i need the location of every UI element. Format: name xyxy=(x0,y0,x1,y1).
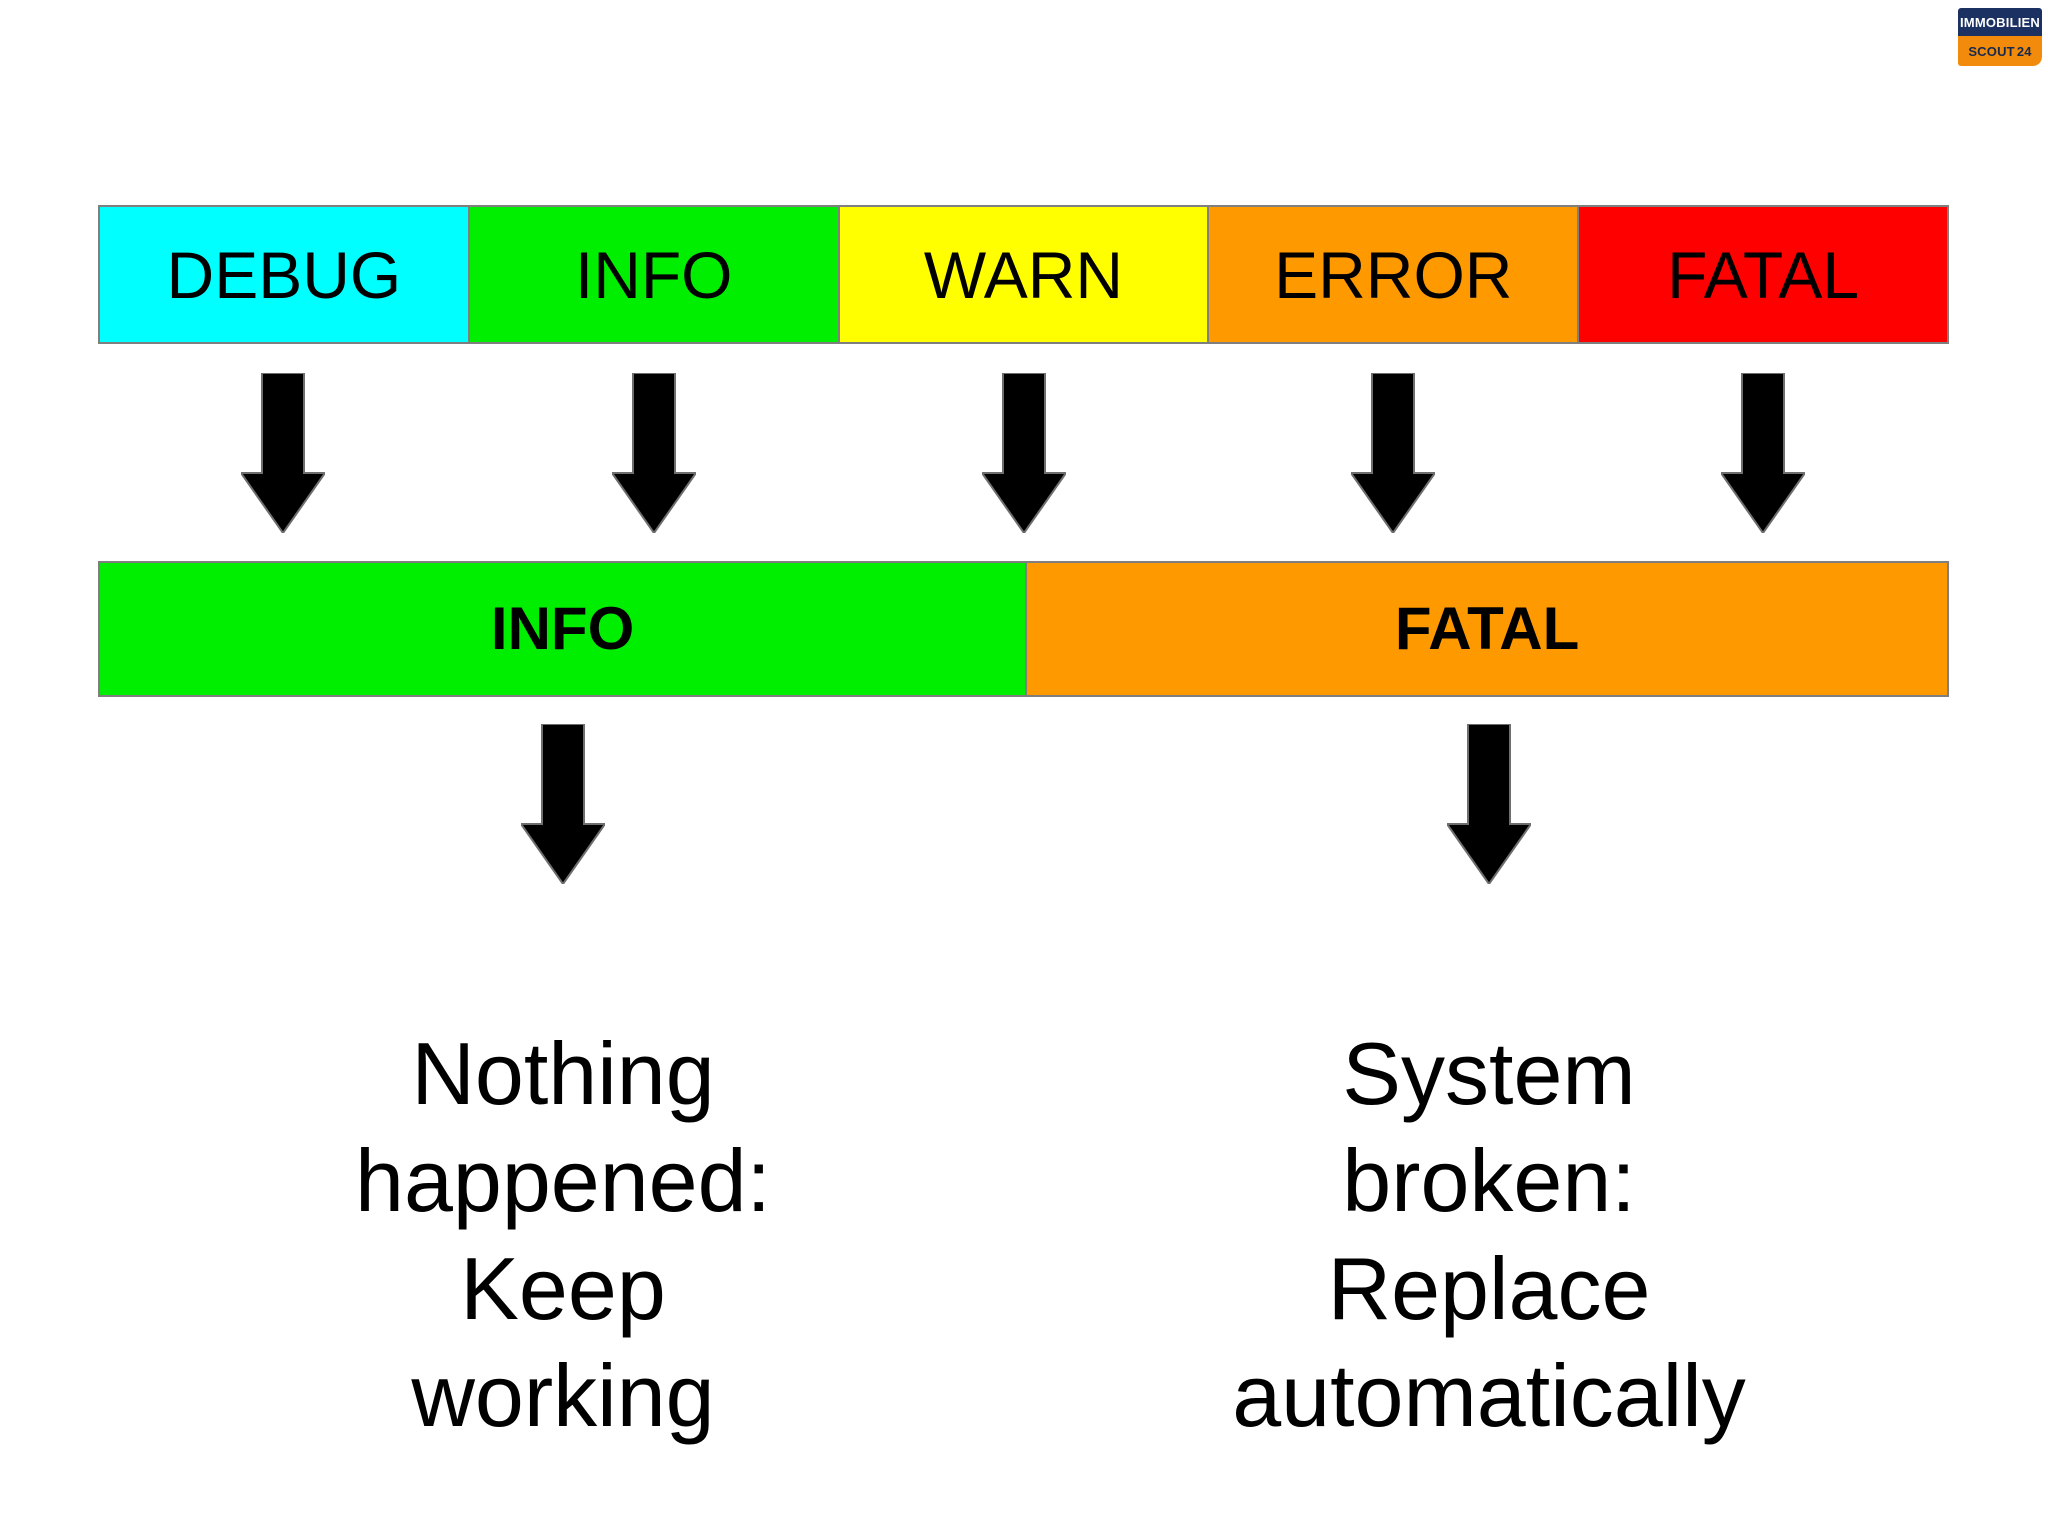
arrow-down-icon-outcome-info xyxy=(521,724,605,884)
simplified-label-info: INFO xyxy=(490,595,635,662)
log-level-segment-warn[interactable]: WARN xyxy=(839,207,1210,342)
outcome-caption-info: Nothing happened: Keep working xyxy=(355,1024,771,1446)
arrow-down-icon-outcome-fatal xyxy=(1447,724,1531,884)
logo-24-number: 24 xyxy=(2016,43,2032,59)
log-level-segment-error[interactable]: ERROR xyxy=(1209,207,1580,342)
simplified-label-fatal: FATAL xyxy=(1394,595,1580,662)
outcome-caption-fatal: System broken: Replace automatically xyxy=(1232,1024,1746,1446)
arrow-down-icon-error xyxy=(1351,373,1435,533)
log-level-label-info: INFO xyxy=(574,237,733,312)
arrow-down-icon-warn xyxy=(982,373,1066,533)
log-level-label-fatal: FATAL xyxy=(1667,237,1860,312)
immobilien-scout24-logo: IMMOBILIEN SCOUT 24 xyxy=(1958,8,2042,66)
logo-scout24-text: SCOUT 24 xyxy=(1958,36,2042,66)
log-level-label-warn: WARN xyxy=(923,237,1124,312)
arrow-down-icon-info xyxy=(612,373,696,533)
arrow-down-icon-fatal xyxy=(1721,373,1805,533)
arrow-down-icon-debug xyxy=(241,373,325,533)
log-level-segment-debug[interactable]: DEBUG xyxy=(100,207,470,342)
log-level-label-error: ERROR xyxy=(1274,237,1513,312)
simplified-segment-info[interactable]: INFO xyxy=(100,563,1028,695)
logo-immobilien-text: IMMOBILIEN xyxy=(1958,8,2042,36)
log-level-label-debug: DEBUG xyxy=(166,237,402,312)
simplified-segment-fatal[interactable]: FATAL xyxy=(1027,563,1947,695)
logo-scout-word: SCOUT xyxy=(1968,43,2015,59)
log-level-segment-info[interactable]: INFO xyxy=(469,207,840,342)
log-levels-bar: DEBUG INFO WARN ERROR FATAL xyxy=(98,205,1949,344)
log-level-segment-fatal[interactable]: FATAL xyxy=(1579,207,1947,342)
simplified-levels-bar: INFO FATAL xyxy=(98,561,1949,697)
